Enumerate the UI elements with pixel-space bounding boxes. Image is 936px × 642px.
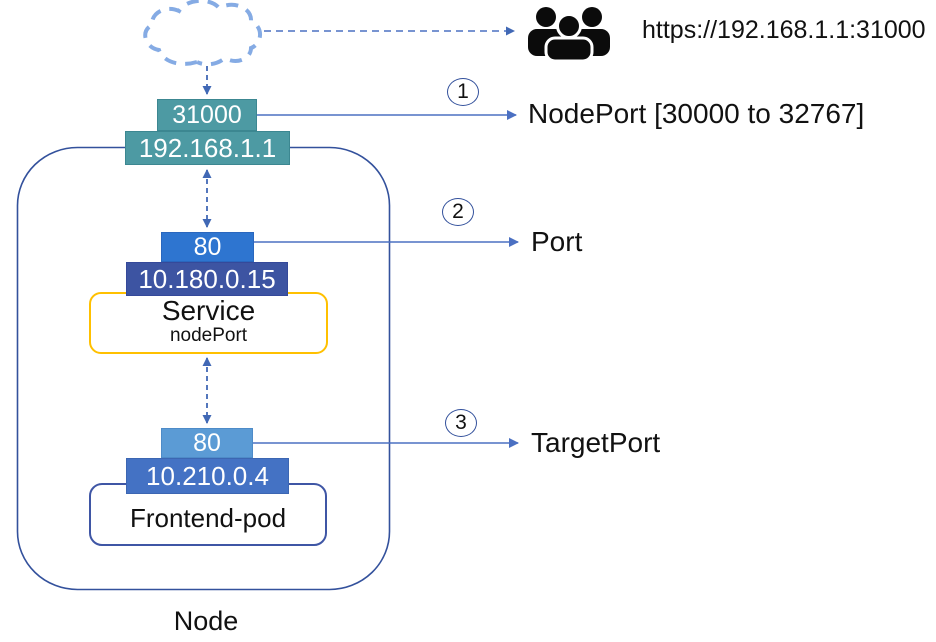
annotation-circle-2: 2 xyxy=(442,198,474,226)
frontend-pod-label: Frontend-pod xyxy=(129,502,287,533)
targetport-label: TargetPort xyxy=(531,427,661,458)
annotation-circle-1: 1 xyxy=(447,78,479,106)
cloud-icon xyxy=(143,0,262,67)
pod-ip-box: 10.210.0.4 xyxy=(126,458,289,494)
pod-port-box: 80 xyxy=(161,428,253,458)
annotation-circle-3: 3 xyxy=(445,409,477,437)
nodeport-range-label: NodePort [30000 to 32767] xyxy=(528,98,865,129)
users-icon xyxy=(528,7,610,63)
nodeport-value-box: 31000 xyxy=(157,99,257,131)
node-label: Node xyxy=(173,606,239,636)
service-ip-box: 10.180.0.15 xyxy=(126,262,288,296)
port-label: Port xyxy=(531,226,583,257)
service-box: Service nodePort xyxy=(89,292,328,354)
service-port-box: 80 xyxy=(161,232,254,262)
client-url-label: https://192.168.1.1:31000 xyxy=(642,16,926,44)
node-ip-box: 192.168.1.1 xyxy=(125,131,290,165)
service-sublabel: nodePort xyxy=(169,325,248,347)
service-label: Service xyxy=(161,294,256,326)
